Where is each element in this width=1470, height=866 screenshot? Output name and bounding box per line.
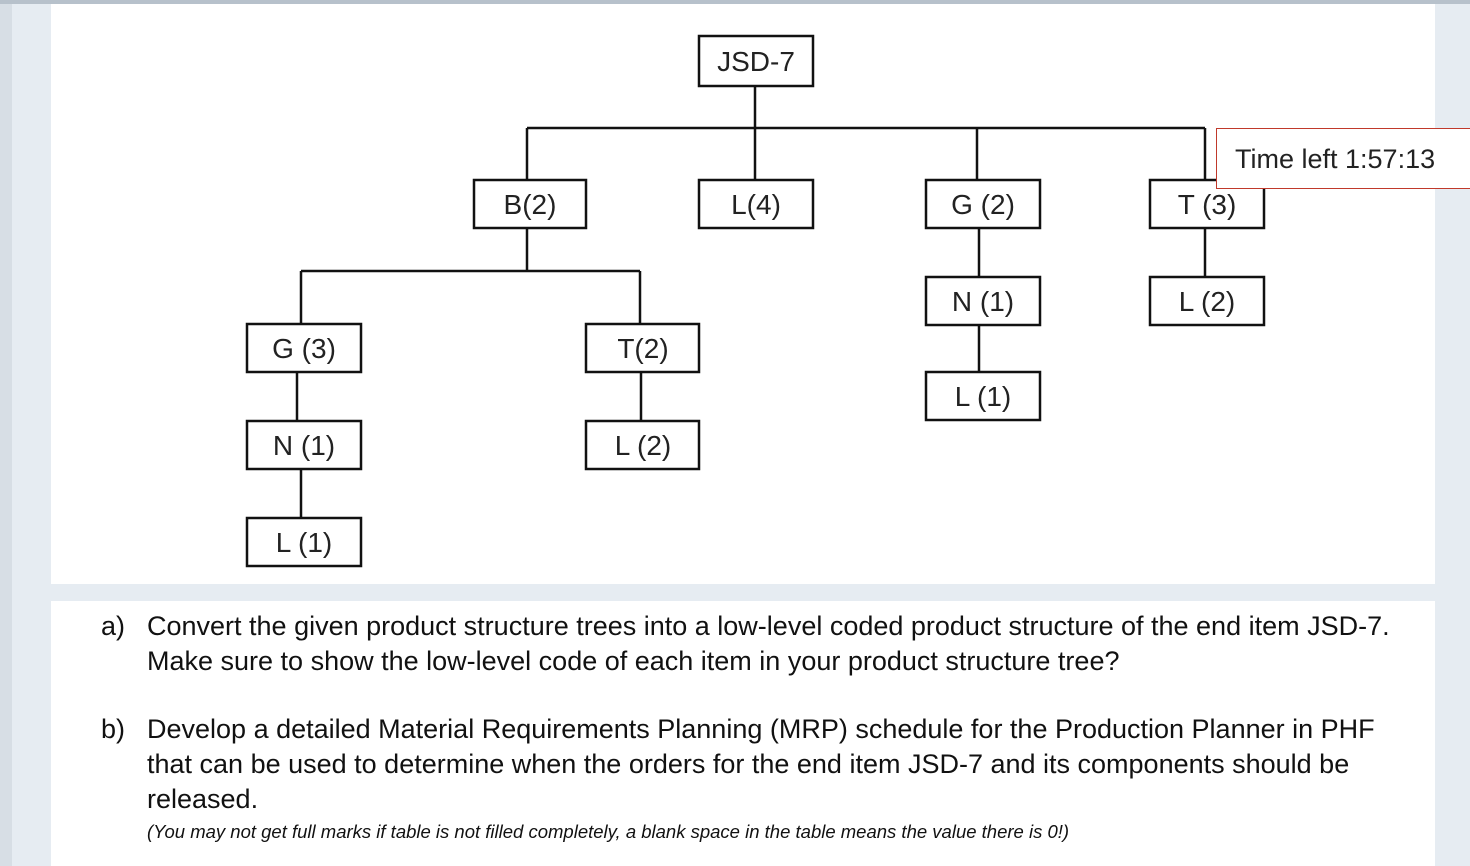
svg-text:G (3): G (3)	[272, 333, 336, 364]
question-b: b) Develop a detailed Material Requireme…	[101, 712, 1431, 852]
question-b-body: Develop a detailed Material Requirements…	[147, 712, 1407, 844]
question-a: a) Convert the given product structure t…	[101, 609, 1431, 679]
time-left-indicator: Time left 1:57:13	[1216, 128, 1470, 189]
node-t2: T(2)	[584, 322, 701, 374]
svg-text:JSD-7: JSD-7	[717, 46, 795, 77]
question-a-label: a)	[101, 611, 126, 641]
product-structure-tree: JSD-7 B(2) L(4) G (2) T (3) G (3) T(2) N…	[245, 34, 1266, 568]
svg-text:L (2): L (2)	[615, 430, 672, 461]
svg-text:N (1): N (1)	[952, 286, 1014, 317]
node-n1-under-g2: N (1)	[924, 275, 1042, 327]
question-b-note: (You may not get full marks if table is …	[147, 821, 1070, 842]
svg-text:N (1): N (1)	[273, 430, 335, 461]
svg-text:L (1): L (1)	[276, 527, 333, 558]
node-l1-under-n1-left: L (1)	[245, 516, 363, 568]
node-l2-under-t2: L (2)	[584, 419, 701, 471]
question-a-text: Convert the given product structure tree…	[147, 611, 1390, 676]
svg-text:B(2): B(2)	[504, 189, 557, 220]
svg-text:L (2): L (2)	[1179, 286, 1236, 317]
svg-text:T (3): T (3)	[1178, 189, 1237, 220]
tree-edges	[295, 86, 1207, 518]
svg-text:T(2): T(2)	[617, 333, 668, 364]
clipped-previous-text: in week 5 and 50 units in week 8.	[70, 0, 453, 9]
node-n1-under-g3: N (1)	[245, 419, 363, 471]
node-l2-under-t3: L (2)	[1148, 275, 1266, 327]
question-b-text: Develop a detailed Material Requirements…	[147, 714, 1375, 814]
question-b-label: b)	[101, 714, 126, 744]
node-l1-under-n1-right: L (1)	[924, 370, 1042, 422]
svg-text:L(4): L(4)	[731, 189, 781, 220]
node-jsd7: JSD-7	[697, 34, 815, 88]
page-left-gutter	[0, 0, 12, 866]
svg-text:G (2): G (2)	[951, 189, 1015, 220]
svg-text:L (1): L (1)	[955, 381, 1012, 412]
node-b2: B(2)	[472, 178, 588, 230]
node-g3: G (3)	[245, 322, 363, 374]
top-divider	[0, 0, 1470, 4]
node-g2: G (2)	[924, 178, 1042, 230]
question-panel	[51, 601, 1435, 866]
node-l4: L(4)	[697, 178, 815, 230]
